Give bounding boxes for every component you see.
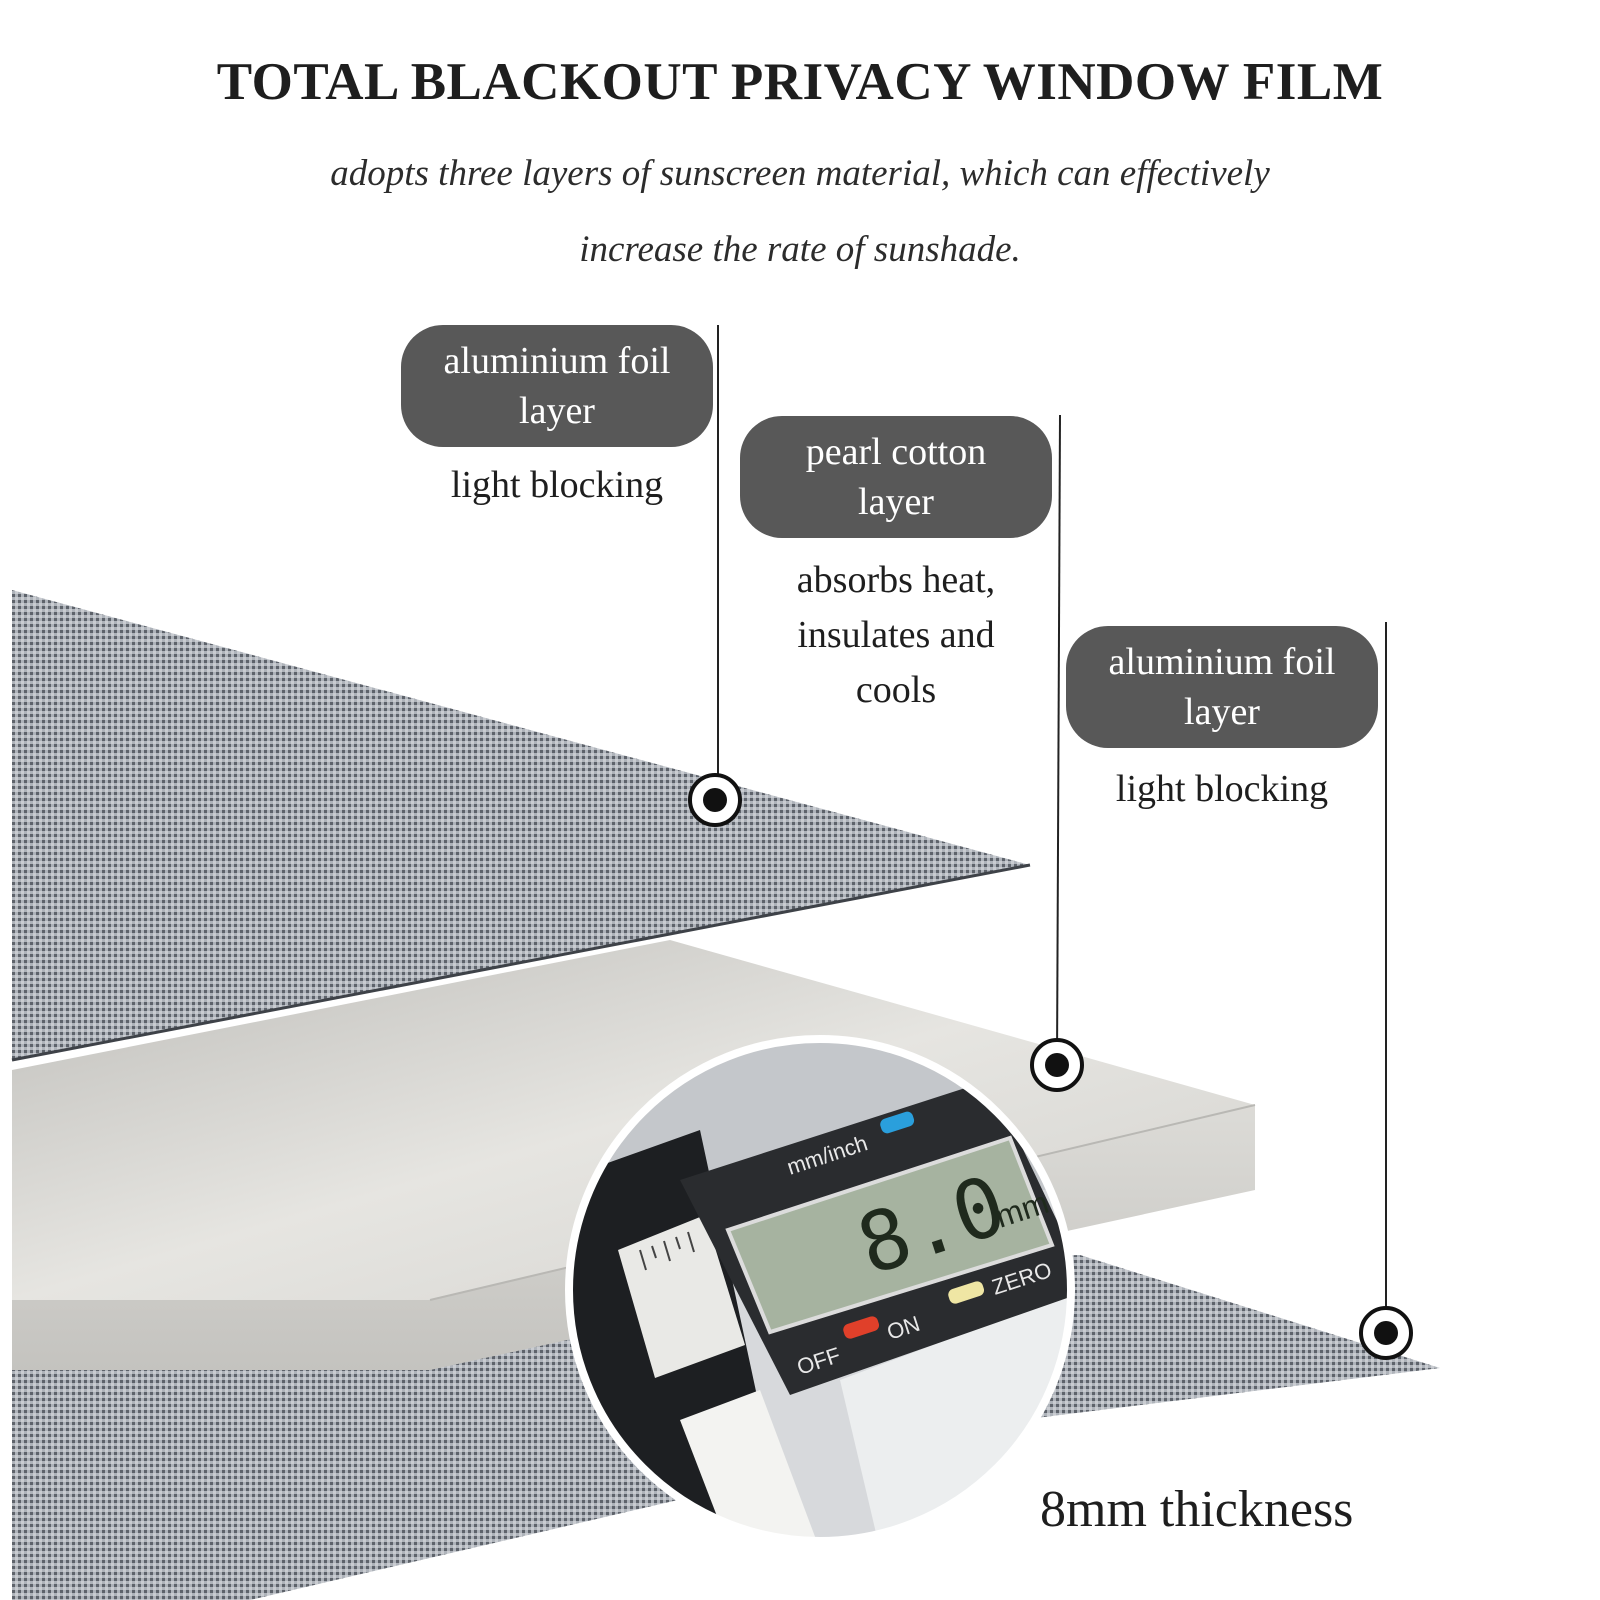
marker-dot-2 — [1030, 1038, 1084, 1092]
layer-2-label-line-1: pearl cotton — [805, 431, 987, 473]
layer-2-description-line-3: cools — [855, 669, 937, 711]
marker-dot-3 — [1359, 1306, 1413, 1360]
marker-dot-1 — [688, 773, 742, 827]
layer-2-label-line-2: layer — [858, 481, 934, 523]
caliper-lcd — [725, 1135, 1055, 1335]
layer-2-description: absorbs heat, insulates and cools — [740, 553, 1052, 718]
caliper-scale — [618, 1215, 745, 1378]
layer-1-description: light blocking — [401, 458, 713, 513]
pointer-line-2 — [1056, 414, 1061, 1063]
top-foil-layer — [12, 590, 1030, 1060]
on-button — [843, 1316, 880, 1339]
thickness-caption: 8mm thickness — [1040, 1481, 1354, 1538]
layer-3-label: aluminium foil layer — [1066, 626, 1378, 748]
subtitle-line-2: increase the rate of sunshade. — [579, 229, 1021, 270]
page-title: TOTAL BLACKOUT PRIVACY WINDOW FILM — [216, 53, 1384, 111]
subtitle-line-1: adopts three layers of sunscreen materia… — [330, 153, 1270, 194]
layer-3-description: light blocking — [1066, 762, 1378, 817]
layer-3-label-line-2: layer — [1184, 691, 1260, 733]
layer-1-label: aluminium foil layer — [401, 325, 713, 447]
layer-1-description-line-1: light blocking — [450, 464, 664, 506]
layer-3-description-line-1: light blocking — [1115, 768, 1329, 810]
layer-2-description-line-2: insulates and — [797, 614, 995, 656]
unit-button — [880, 1111, 915, 1134]
cotton-layer-edge — [12, 1105, 1255, 1370]
zero-button — [948, 1281, 985, 1304]
layer-2-description-line-1: absorbs heat, — [796, 559, 996, 601]
layer-1-label-line-2: layer — [519, 390, 595, 432]
caliper-closeup: mm/inch 8.0 mm OFF ON ZERO — [565, 1035, 1075, 1545]
layer-3-label-line-1: aluminium foil — [1108, 641, 1336, 683]
layer-2-label: pearl cotton layer — [740, 416, 1052, 538]
layer-1-label-line-1: aluminium foil — [443, 340, 671, 382]
